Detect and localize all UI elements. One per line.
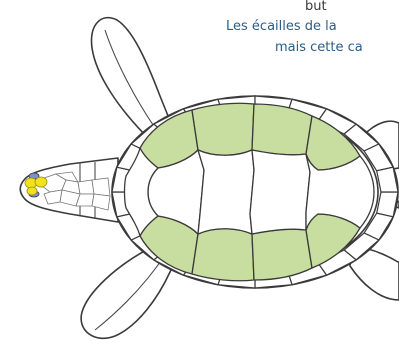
vertebral-scute-3 (250, 150, 310, 234)
costal-scute-upper-3 (252, 104, 312, 155)
costal-scute-lower-3 (252, 229, 312, 280)
costal-scute-upper-2 (192, 103, 254, 155)
costal-scute-lower-2 (192, 229, 254, 281)
vertebral-scute-2 (198, 150, 254, 234)
